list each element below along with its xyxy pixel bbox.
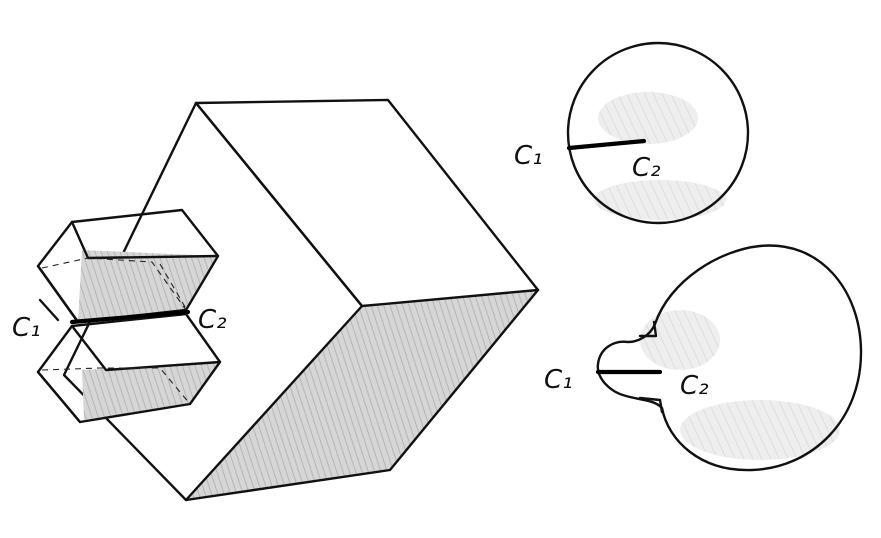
upper-prism [38,210,218,322]
upper-prism-shade [78,250,218,322]
cube-bottom-face [186,290,538,500]
small-ball-bottom-shade [594,180,726,220]
pinched-ball-c1-label: C₁ [544,365,573,395]
pinched-ball-shade-bottom [680,400,840,460]
small-ball-c1-label: C₁ [514,141,543,171]
small-ball-top-shade [598,92,698,144]
cube-top-face-outline [196,100,538,306]
pinched-ball-shade-top [640,310,720,370]
prism-joint [40,300,58,320]
upper-prism-edge [38,266,78,322]
small-ball [568,43,748,223]
pinched-ball [598,246,861,471]
lower-prism-edge [38,372,80,422]
small-ball-cut-line [569,141,644,148]
pinched-ball-c2-label: C₂ [680,371,709,401]
cube-c2-label: C₂ [198,305,227,335]
cube-c1-label: C₁ [12,313,41,343]
small-ball-c2-label: C₂ [632,153,661,183]
